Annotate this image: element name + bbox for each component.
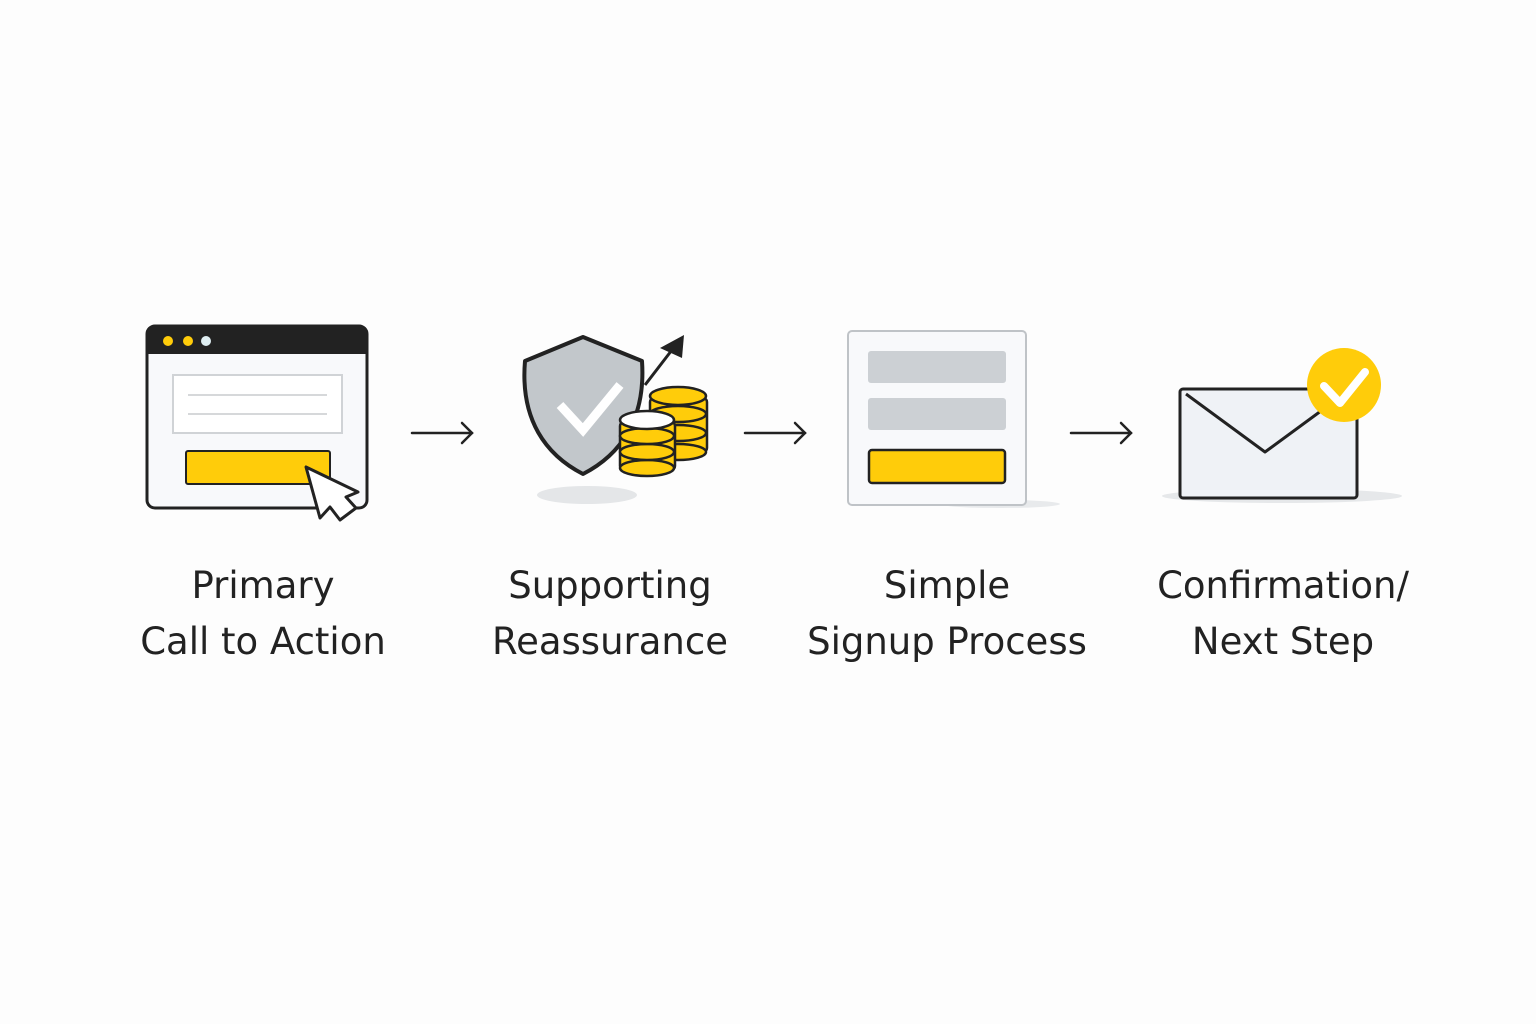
step-label-line: Supporting	[508, 564, 712, 607]
arrow-icon	[743, 421, 807, 445]
step-label-reassurance: Supporting Reassurance	[440, 558, 780, 670]
step-label-line: Next Step	[1191, 620, 1375, 663]
step-label-line: Primary	[191, 564, 335, 607]
step-label-primary-cta: Primary Call to Action	[93, 558, 433, 670]
shield-coins-icon	[522, 335, 709, 504]
step-label-confirmation: Confirmation/ Next Step	[1113, 558, 1453, 670]
step-label-line: Simple	[883, 564, 1011, 607]
step-label-signup: Simple Signup Process	[777, 558, 1117, 670]
step-label-line: Reassurance	[492, 620, 728, 663]
arrow-icon	[1069, 421, 1133, 445]
step-label-line: Signup Process	[807, 620, 1087, 663]
signup-form-icon	[847, 330, 1060, 508]
arrow-icon	[410, 421, 474, 445]
step-label-line: Confirmation/	[1157, 564, 1409, 607]
step-label-line: Call to Action	[140, 620, 386, 663]
browser-cta-icon	[145, 324, 369, 522]
envelope-check-icon	[1162, 348, 1402, 503]
check-icon	[1320, 368, 1369, 407]
cursor-icon	[304, 465, 360, 522]
